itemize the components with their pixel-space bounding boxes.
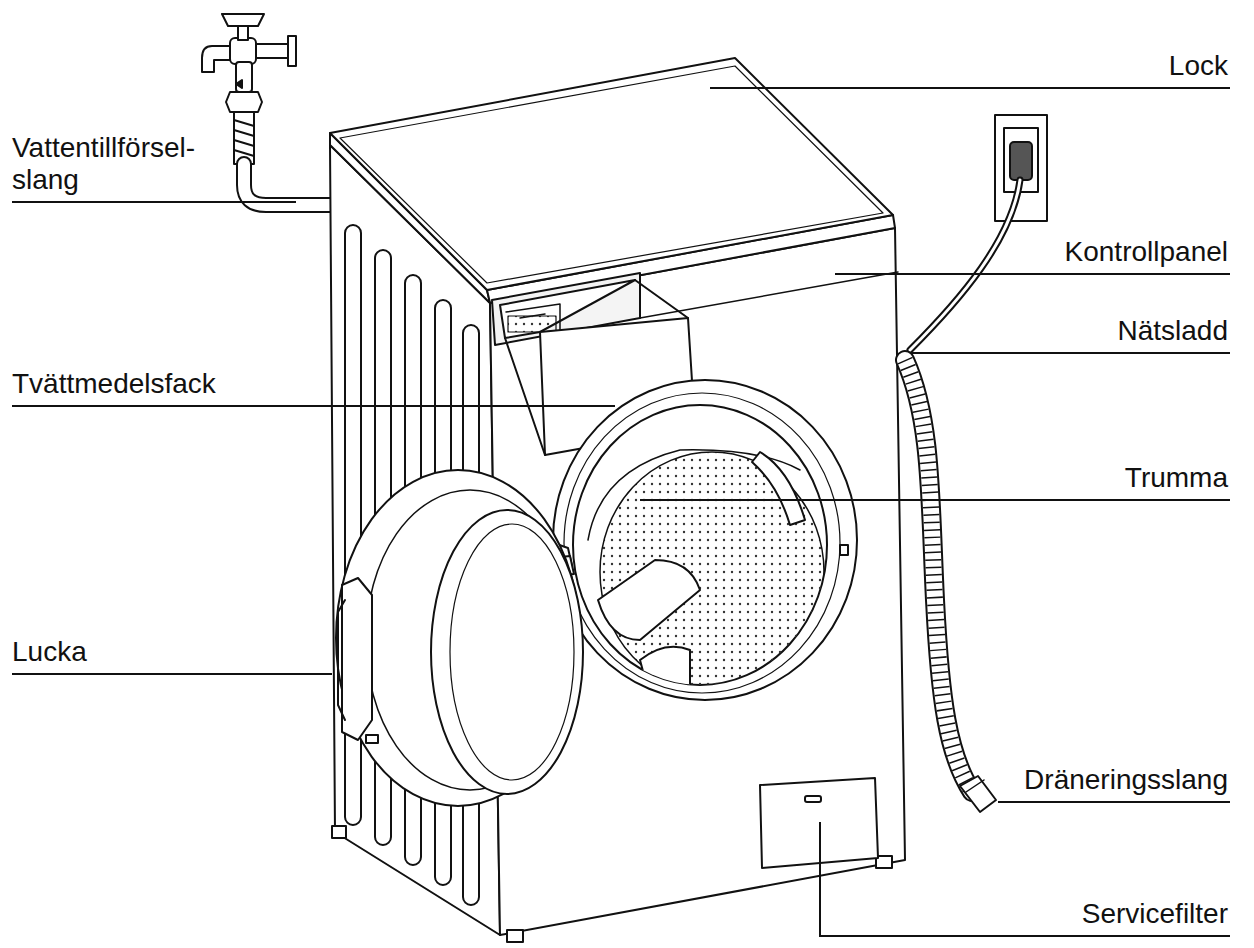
- washing-machine-illustration-part: [202, 14, 1047, 942]
- drum-part: [553, 380, 857, 700]
- water-tap-part: [252, 44, 292, 58]
- part-label: Lock: [1169, 50, 1228, 82]
- inlet-hose-part: [234, 120, 254, 156]
- detergent-drawer-part: [505, 338, 545, 455]
- drain-hose: [905, 360, 996, 812]
- door-part: [338, 600, 345, 720]
- drain-hose-part: [960, 776, 996, 812]
- inlet-hose: [234, 112, 338, 205]
- power-cord-part: [910, 180, 1020, 350]
- machine-housing-part: [340, 66, 883, 283]
- drum: [553, 380, 857, 700]
- leader-lines-part: [835, 273, 1230, 275]
- part-label: Servicefilter: [1082, 898, 1228, 930]
- part-label: Kontrollpanel: [1065, 236, 1228, 268]
- leader-lines-part: [998, 801, 1230, 803]
- drum-part-part: [752, 452, 805, 525]
- water-tap-part: [238, 26, 248, 40]
- power-cord-part: [910, 180, 1020, 350]
- water-tap-part: [288, 36, 296, 66]
- drum-part: [840, 545, 848, 555]
- detergent-drawer-part: [508, 316, 556, 332]
- inlet-hose-part: [244, 164, 338, 205]
- detergent-drawer-part: [635, 280, 688, 318]
- leader-lines-part: [710, 87, 1230, 89]
- drum-part-part: [640, 647, 690, 690]
- door-part: [366, 735, 378, 743]
- drum-part-part: [598, 560, 700, 640]
- drum-part-part: [600, 452, 824, 692]
- drain-hose-part: [905, 360, 972, 792]
- drum-part: [588, 450, 824, 692]
- power-cord-part: [1010, 142, 1032, 180]
- water-tap-part: [202, 46, 232, 72]
- machine-housing-part: [507, 930, 523, 942]
- leader-lines-part: [12, 405, 615, 407]
- drain-hose-part: [905, 360, 972, 792]
- leader-lines-part: [12, 201, 296, 203]
- leader-lines-part: [912, 352, 1230, 354]
- water-tap-part: [236, 62, 252, 92]
- drain-hose-part: [905, 360, 972, 792]
- water-tap: [202, 14, 296, 112]
- leader-lines: [12, 88, 1230, 936]
- leader-lines-part: [820, 822, 1230, 936]
- water-tap-part: [230, 38, 256, 64]
- power-cord-part: [995, 115, 1047, 221]
- inlet-hose-part: [244, 164, 338, 205]
- machine-housing-part: [332, 826, 346, 838]
- service-filter-part: [805, 796, 821, 802]
- part-label: Trumma: [1125, 462, 1228, 494]
- water-tap-part: [222, 14, 264, 26]
- part-label: Dräneringsslang: [1024, 764, 1228, 796]
- door-part: [450, 524, 574, 780]
- door-part: [431, 510, 583, 794]
- part-label: Nätsladd: [1117, 315, 1228, 347]
- part-label: Tvättmedelsfack: [12, 368, 216, 400]
- drain-hose-part: [966, 780, 984, 792]
- water-tap-part: [236, 80, 242, 88]
- part-label: Lucka: [12, 636, 87, 668]
- drum-part: [564, 393, 840, 693]
- machine-housing-part: [330, 58, 893, 290]
- water-tap-part: [226, 92, 262, 112]
- part-label: Vattentillförsel- slang: [12, 132, 244, 196]
- power-cord: [910, 115, 1047, 350]
- leader-lines-part: [12, 673, 332, 675]
- leader-lines-part: [640, 499, 1230, 501]
- door: [336, 470, 583, 806]
- door-part: [342, 578, 372, 740]
